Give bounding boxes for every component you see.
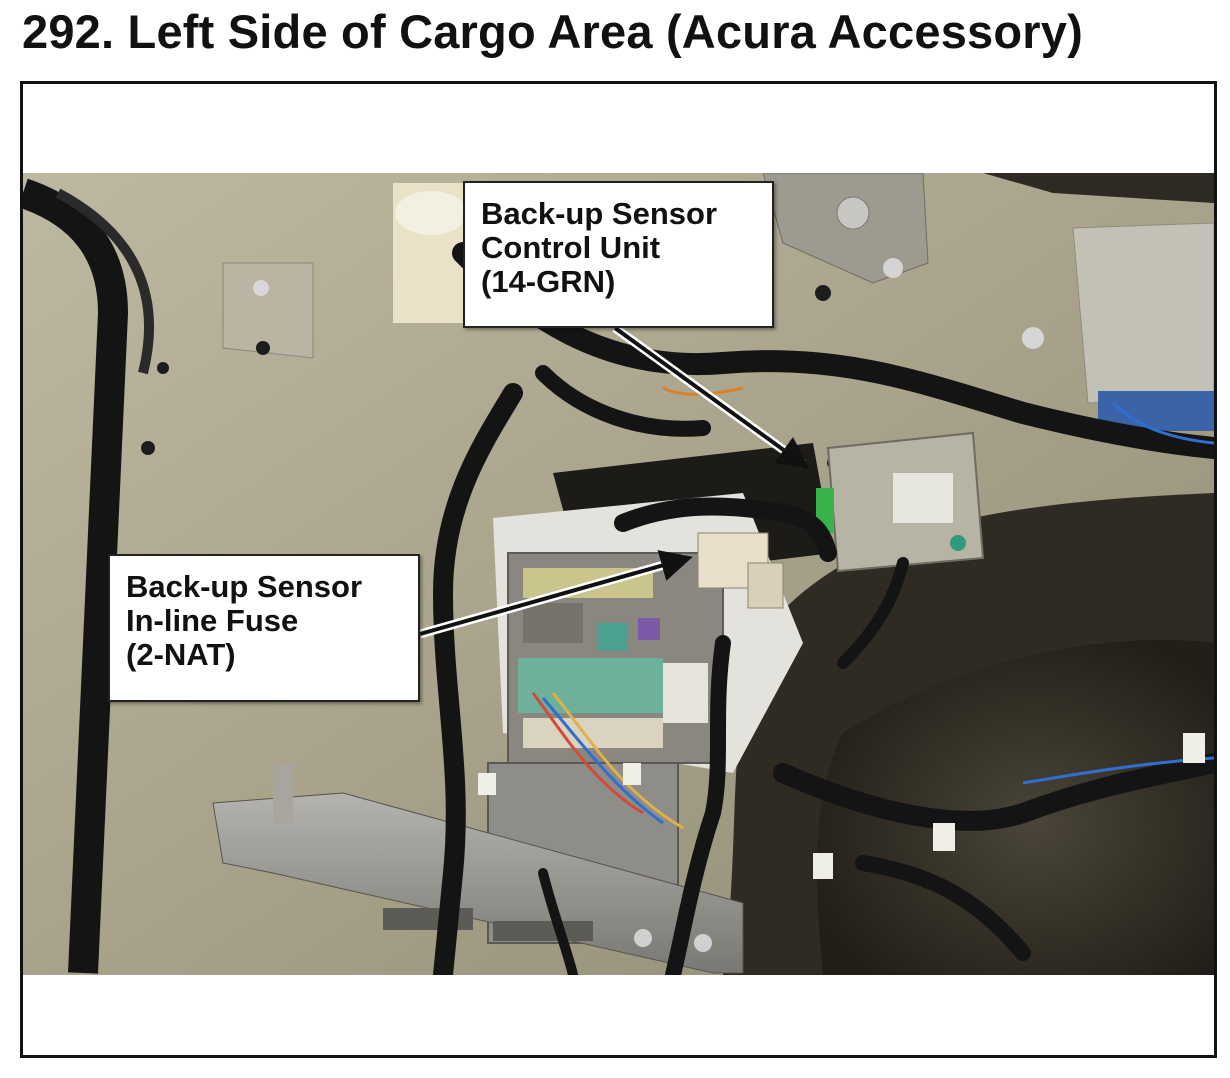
callout-in-line-fuse-line2: In-line Fuse [126,603,299,638]
callout-in-line-fuse-line1: Back-up Sensor [126,569,363,604]
callout-control-unit-line3: (14-GRN) [481,264,616,299]
callout-control-unit-line1: Back-up Sensor [481,196,718,231]
callout-control-unit-line2: Control Unit [481,230,661,265]
callout-in-line-fuse: Back-up Sensor In-line Fuse (2-NAT) [108,554,420,702]
callout-in-line-fuse-line3: (2-NAT) [126,637,236,672]
page-title: 292. Left Side of Cargo Area (Acura Acce… [22,5,1083,58]
figure-frame: Back-up Sensor Control Unit (14-GRN) Bac… [20,81,1217,1058]
callout-control-unit: Back-up Sensor Control Unit (14-GRN) [463,181,774,328]
